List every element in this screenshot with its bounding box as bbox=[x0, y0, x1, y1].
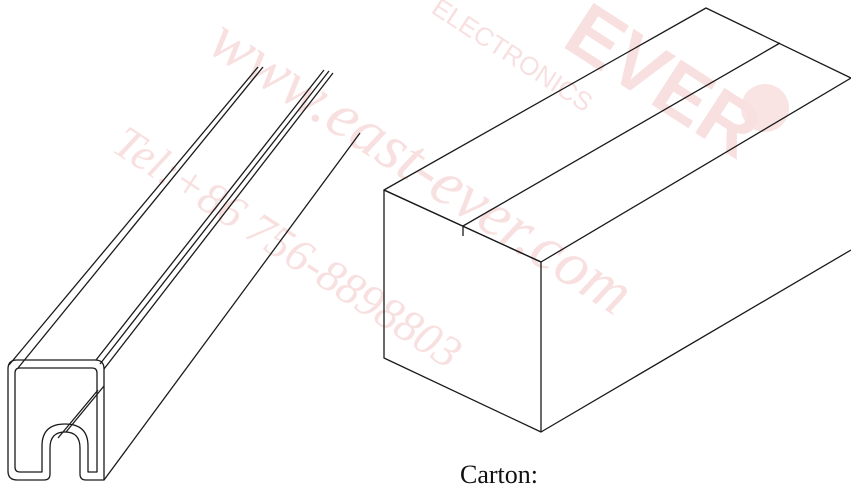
carton-caption: Carton: bbox=[460, 460, 538, 486]
carton-drawing bbox=[383, 7, 851, 433]
profile-edge-top-left-inner bbox=[17, 66, 264, 369]
profile-edge-top-right-inner-2 bbox=[103, 72, 334, 370]
profile-edge-groove-2 bbox=[65, 385, 105, 433]
watermark: www.east-ever.com Tel:+86 756-8898803 EV… bbox=[105, 0, 789, 378]
profile-edge-groove-1 bbox=[57, 389, 99, 439]
carton-tape-line-1 bbox=[462, 42, 781, 227]
profile-section-inner bbox=[14, 367, 98, 473]
watermark-logo-circle bbox=[741, 84, 789, 132]
profile-edge-top-left bbox=[8, 66, 259, 366]
profile-section-outer bbox=[7, 359, 105, 481]
profile-edge-top-right-inner-1 bbox=[99, 70, 330, 365]
profile-edge-bottom-right bbox=[103, 132, 361, 481]
profile-edge-top-right bbox=[95, 69, 325, 361]
profile-drawing bbox=[7, 66, 361, 481]
carton-front-right-edge bbox=[540, 249, 851, 433]
